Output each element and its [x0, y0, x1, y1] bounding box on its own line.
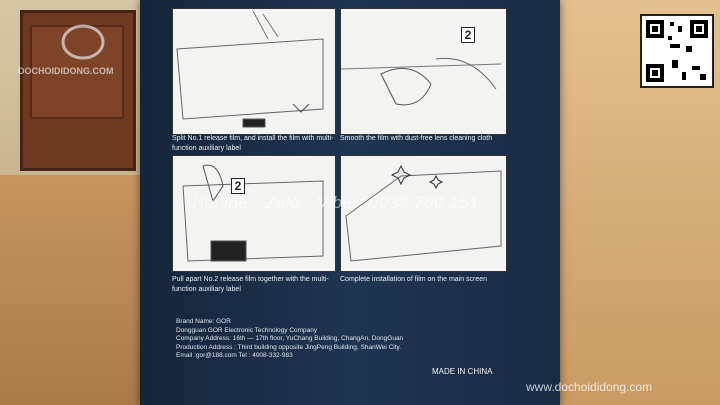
step-2-caption: Smooth the film with dust-free lens clea…: [340, 135, 493, 142]
step-1-illustration: [172, 8, 336, 135]
step-4-illustration: [340, 155, 507, 272]
company-address: Company Address: 16th — 17th floor, YuCh…: [176, 335, 404, 343]
step-1-caption: Split No.1 release film, and install the…: [172, 135, 334, 152]
step-2-illustration: 2: [340, 8, 507, 135]
contact-info: Email :gor@188.com Tel : 4008-332-983: [176, 352, 293, 360]
bottom-watermark: www.dochoididong.com: [526, 380, 653, 394]
made-in-label: MADE IN CHINA: [432, 367, 493, 376]
step-3-tab-label: 2: [231, 178, 245, 194]
phone-sketch-icon: [176, 10, 324, 128]
company-name: Dongguan GOR Electronic Technology Compa…: [176, 326, 318, 334]
step-3-caption: Pull apart No.2 release film together wi…: [172, 276, 329, 293]
step-4-caption: Complete installation of film on the mai…: [340, 276, 488, 283]
brand-name: Brand Name: GOR: [176, 318, 231, 325]
qr-code-icon: [640, 14, 714, 88]
cloth-icon: [341, 57, 502, 106]
logo-text: DOCHOIDIDONG.COM: [18, 66, 114, 76]
production-address: Production Address : Third building oppo…: [176, 343, 402, 351]
step-2-tab-label: 2: [461, 27, 475, 43]
company-info: Brand Name: GOR Dongguan GOR Electronic …: [176, 318, 403, 361]
finger-icon: [182, 164, 324, 262]
hotline-watermark: Hotline - Zalo - Viber: 0938 700 151: [192, 193, 480, 212]
logo: [18, 22, 153, 77]
sparkle-icon: [345, 164, 502, 262]
step-3-illustration: 2: [172, 155, 336, 272]
